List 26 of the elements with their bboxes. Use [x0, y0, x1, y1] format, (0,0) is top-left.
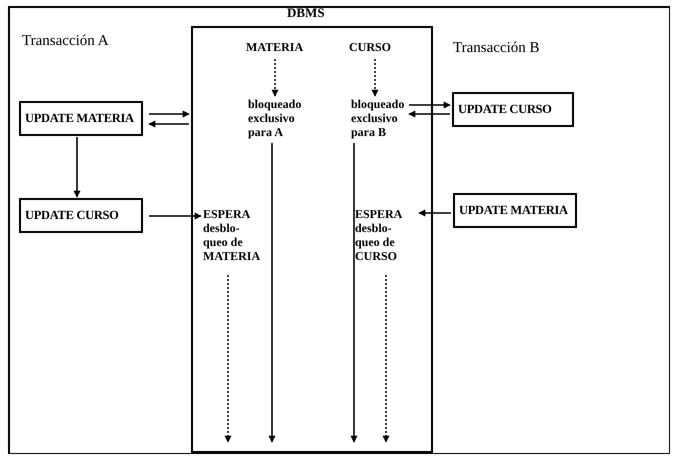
state-text: ESPERA desblo- queo de MATERIA — [203, 207, 261, 273]
arrow — [149, 110, 190, 118]
transaction-label: Transacción A — [22, 32, 109, 51]
state-text: ESPERA desblo- queo de CURSO — [355, 207, 413, 273]
dotted-arrow — [272, 59, 278, 97]
process-box: UPDATE CURSO — [19, 198, 143, 233]
process-box: UPDATE MATERIA — [453, 193, 577, 228]
arrow — [418, 210, 451, 216]
dotted-arrow — [372, 59, 378, 97]
arrow — [408, 110, 450, 118]
process-box: UPDATE CURSO — [452, 92, 574, 127]
process-box: UPDATE MATERIA — [19, 101, 143, 136]
transaction-label: Transacción B — [453, 39, 540, 58]
arrow — [74, 137, 80, 198]
dotted-arrow — [382, 275, 390, 443]
dotted-arrow — [224, 275, 232, 443]
dbms-heading: DBMS — [287, 6, 325, 19]
arrow — [409, 102, 451, 108]
arrow — [148, 120, 189, 128]
state-text: MATERIA — [246, 40, 312, 58]
state-text: bloqueado exclusivo para A — [248, 97, 310, 141]
arrow — [149, 212, 202, 220]
state-text: CURSO — [349, 40, 395, 58]
arrow — [350, 143, 358, 443]
arrow — [268, 143, 276, 443]
state-text: bloqueado exclusivo para B — [351, 97, 403, 141]
